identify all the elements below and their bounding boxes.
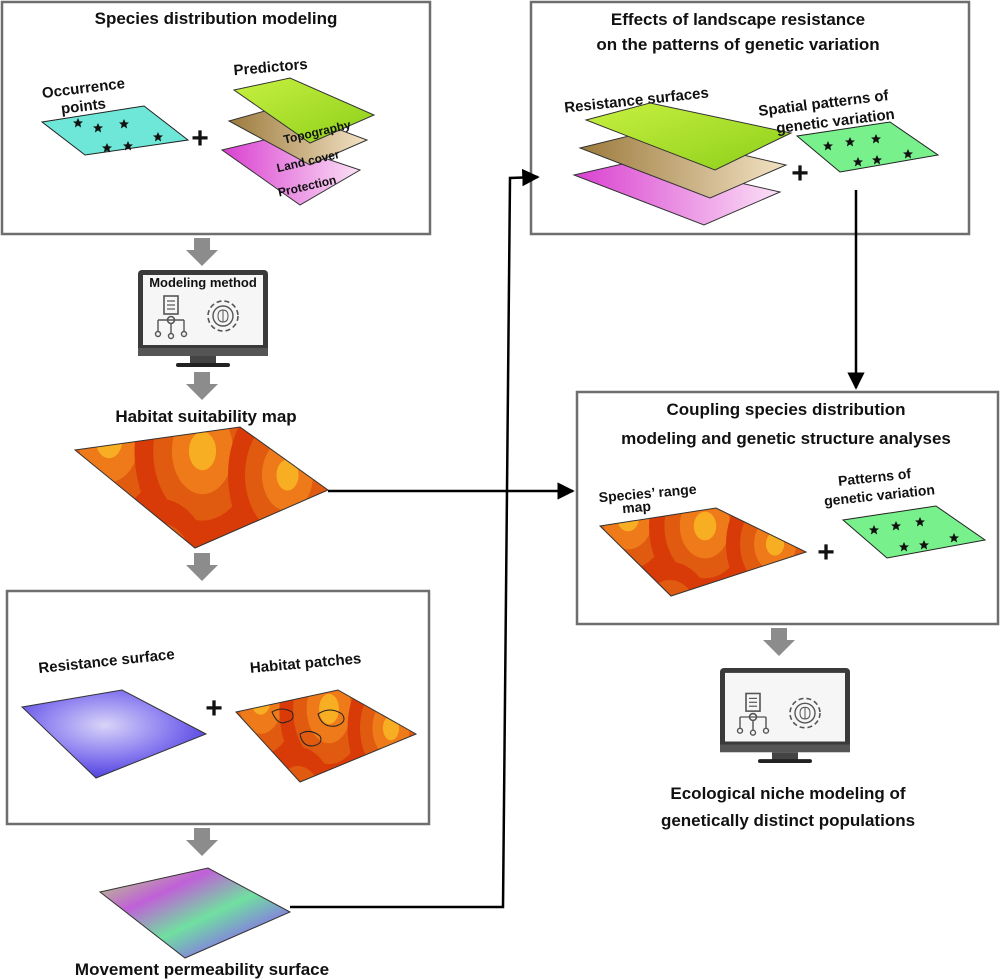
patterns-label-1: Patterns of: [837, 465, 912, 489]
arrow-movement-to-effects: [290, 168, 540, 909]
plus-sign: +: [205, 692, 223, 725]
gray-arrow: [763, 628, 795, 656]
topography-layer: [232, 77, 376, 144]
effects-title-1: Effects of landscape resistance: [611, 10, 865, 29]
niche-modeling-monitor: [719, 667, 851, 764]
plus-sign: +: [817, 536, 835, 569]
resistance-surface-map: [20, 689, 208, 779]
sdm-title: Species distribution modeling: [95, 9, 338, 28]
species-range-label-2: map: [622, 498, 652, 516]
movement-permeability-map: [98, 867, 292, 959]
resistance-layer-tan: [578, 131, 788, 199]
protection-layer: [220, 138, 362, 206]
gray-arrow: [186, 553, 218, 581]
occurrence-label-2: points: [60, 95, 107, 117]
modeling-method-label: Modeling method: [149, 275, 257, 290]
coupling-title-1: Coupling species distribution: [667, 400, 906, 419]
resistance-layer-pink: [572, 159, 782, 226]
land-cover-layer: [227, 106, 369, 166]
habitat-patches-map: [236, 690, 416, 782]
habitat-map-label: Habitat suitability map: [115, 407, 296, 426]
gray-arrow: [186, 372, 218, 400]
plus-sign: +: [791, 157, 809, 190]
occurrence-points-map: [40, 105, 190, 156]
coupling-title-2: modeling and genetic structure analyses: [621, 429, 951, 448]
resistance-layer-green: [584, 102, 793, 171]
effects-title-2: on the patterns of genetic variation: [596, 35, 879, 54]
plus-sign: +: [191, 122, 209, 155]
predictors-label: Predictors: [233, 56, 308, 79]
final-label-2: genetically distinct populations: [661, 811, 915, 830]
movement-label: Movement permeability surface: [75, 960, 329, 979]
spatial-genetic-map: [795, 121, 940, 173]
genetic-variation-map: [841, 505, 987, 559]
gray-arrow: [186, 238, 218, 266]
gray-arrow: [186, 828, 218, 856]
final-label-1: Ecological niche modeling of: [670, 784, 906, 803]
